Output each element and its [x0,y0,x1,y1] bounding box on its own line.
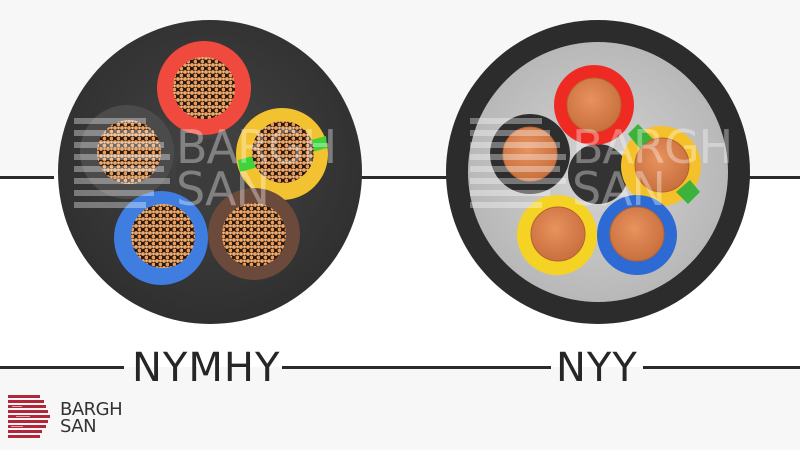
divider-line-top-right [749,176,800,179]
brand-name-line1: BARGH [60,399,123,420]
core-black [80,105,174,199]
divider-line-top-left [0,176,54,179]
watermark-text-line1: BARGH [176,120,337,174]
core-brown [208,188,300,280]
watermark-logo-icon [74,118,170,208]
core-yellow [517,195,597,275]
core-red [554,65,634,145]
watermark-text-line1: BARGH [572,120,733,174]
core-blue [597,195,677,275]
nyy-cable-cross-section [438,14,758,334]
watermark-text-line2: SAN [572,162,666,216]
divider-line-bottom-right [643,366,800,369]
nymhy-cable-cross-section [50,14,370,334]
watermark-text-line2: SAN [176,162,270,216]
divider-line-bottom-middle [282,366,551,369]
divider-line-top-middle [357,176,447,179]
brand-name-line2: SAN [60,416,97,437]
watermark-left: BARGH SAN [74,118,344,218]
cable-label-nyy: NYY [556,345,638,391]
watermark-logo-icon [470,118,566,208]
core-yellow-green [236,108,328,200]
cable-label-nymhy: NYMHY [132,345,281,391]
divider-line-bottom-left [0,366,124,369]
core-yellow-green [621,124,701,206]
brand-logo: BARGH SAN [8,395,138,445]
core-red [157,41,251,135]
watermark-right: BARGH SAN [470,118,740,218]
core-blue [114,191,208,285]
brand-logo-icon [8,395,50,438]
core-black [490,114,570,194]
